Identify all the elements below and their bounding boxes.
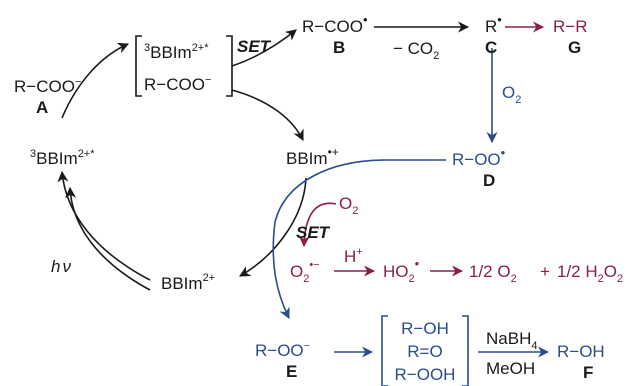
bracket-carboxylate-label: R−COO− [144,74,211,94]
plus-sign: + [540,262,550,281]
species-d-letter: D [483,171,495,190]
species-f-formula: R−OH [557,342,605,361]
species-b-letter: B [333,38,345,57]
product-bracket-left [381,315,388,386]
arrow-hv-down [57,170,151,281]
bracket-left [135,35,142,97]
arrow-a-to-excited [61,42,130,119]
product-bracket-right [462,315,469,386]
species-e-letter: E [286,362,297,381]
excited-catalyst-label: 3BBIm2+* [30,148,95,168]
arrow-o2-set [298,202,337,248]
half-o2-label: 1/2 O2 [469,262,517,285]
species-d-formula: R−OO• [452,145,506,169]
bracket-right [226,35,233,97]
hydroperoxyl-label: HO2• [383,256,420,285]
o2-reagent-blue: O2 [502,83,521,106]
superoxide-label: O2•− [290,259,320,285]
arrow-hv-up [64,186,151,291]
product-carbonyl: R=O [407,342,442,361]
arrow-set-to-b [231,29,297,67]
reagent-meoh: MeOH [486,359,535,378]
co2-loss-label: − CO2 [393,39,439,62]
product-alcohol: R−OH [401,319,449,338]
product-hydroperoxide: R−OOH [395,365,456,384]
species-g-formula: R−R [553,17,587,36]
arrow-bracket-to-radical [231,89,304,142]
species-e-formula: R−OO− [255,340,310,360]
set-label-1: SET [237,37,272,56]
species-f-letter: F [583,363,593,382]
set-label-2: SET [296,223,331,242]
species-g-letter: G [568,38,581,57]
species-b-formula: R−COO• [302,12,368,36]
species-a-formula: R−COO− [14,76,81,96]
species-c-formula: R• [485,12,502,36]
reagent-nabh4: NaBH4 [486,329,537,352]
catalyst-ground-state-label: BBIm2+ [161,272,215,293]
half-h2o2-label: 1/2 H2O2 [557,262,623,285]
proton-label: H+ [344,246,363,266]
o2-reagent-purple: O2 [339,194,358,217]
arrow-d-to-e [272,159,446,320]
arrow-radical-to-bbim [239,177,307,277]
catalyst-radical-cation-label: BBIm•+ [286,145,339,168]
species-a-letter: A [36,98,48,117]
bracket-catalyst-label: 3BBIm2+* [144,42,209,62]
species-c-letter: C [485,38,497,57]
